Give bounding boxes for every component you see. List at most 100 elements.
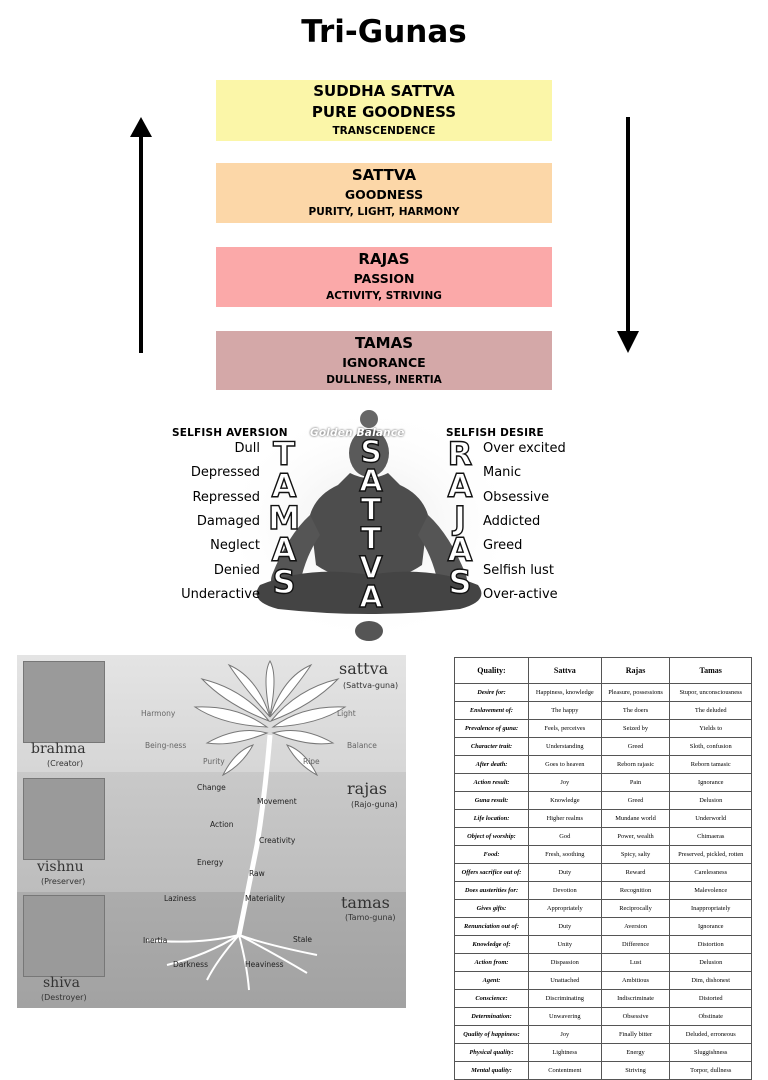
word-light: Light bbox=[337, 709, 356, 718]
row-label-cell: Physical quality: bbox=[454, 1043, 529, 1062]
table-cell: Yields to bbox=[669, 719, 752, 738]
level-name: RAJAS bbox=[358, 250, 410, 268]
table-cell: Reborn tamasic bbox=[669, 755, 752, 774]
aversion-word: Repressed bbox=[192, 489, 260, 505]
brahma-label: brahma bbox=[31, 741, 86, 757]
shiva-image bbox=[23, 895, 105, 977]
table-cell: Power, wealth bbox=[600, 827, 671, 846]
rajas-letter: A bbox=[447, 466, 473, 505]
table-cell: Duty bbox=[528, 917, 602, 936]
row-label-cell: Conscience: bbox=[454, 989, 529, 1008]
table-cell: Dim, dishonest bbox=[669, 971, 752, 990]
meditating-person-icon bbox=[219, 405, 519, 645]
table-cell: Joy bbox=[528, 1025, 602, 1044]
table-cell: Dispassion bbox=[528, 953, 602, 972]
table-cell: Spicy, salty bbox=[600, 845, 671, 864]
level-sattva: SATTVA GOODNESS PURITY, LIGHT, HARMONY bbox=[216, 163, 552, 223]
level-rajas: RAJAS PASSION ACTIVITY, STRIVING bbox=[216, 247, 552, 307]
word-darkness: Darkness bbox=[173, 960, 208, 969]
level-name: SATTVA bbox=[351, 166, 417, 184]
table-cell: Higher realms bbox=[528, 809, 602, 828]
aversion-word: Dull bbox=[234, 441, 260, 456]
row-label-cell: Guna result: bbox=[454, 791, 529, 810]
row-label-cell: Does austerities for: bbox=[454, 881, 529, 900]
table-cell: Inappropriately bbox=[669, 899, 752, 918]
table-cell: Ambitious bbox=[600, 971, 671, 990]
desire-word: Over-active bbox=[483, 586, 558, 602]
row-label-cell: After death: bbox=[454, 755, 529, 774]
row-label-cell: Agent: bbox=[454, 971, 529, 990]
table-header-cell: Tamas bbox=[669, 657, 752, 684]
table-cell: Preserved, pickled, rotten bbox=[669, 845, 752, 864]
row-label-cell: Mental quality: bbox=[454, 1061, 529, 1080]
aversion-word: Neglect bbox=[210, 538, 260, 554]
aversion-word: Damaged bbox=[196, 513, 260, 529]
sattva-guna-sub: (Sattva-guna) bbox=[343, 681, 399, 690]
sattva-letter: T bbox=[360, 492, 382, 528]
word-heaviness: Heaviness bbox=[245, 960, 284, 969]
word-ripe: Ripe bbox=[303, 757, 320, 766]
table-cell: Unity bbox=[528, 935, 602, 954]
tamas-letter: S bbox=[272, 562, 296, 601]
level-subtitle: PASSION bbox=[353, 271, 415, 286]
row-label-cell: Enslavement of: bbox=[454, 701, 529, 720]
table-cell: Ignorance bbox=[669, 917, 752, 936]
row-label-cell: Gives gifts: bbox=[454, 899, 529, 918]
aversion-word: Depressed bbox=[190, 465, 260, 481]
page-title: Tri-Gunas bbox=[301, 14, 467, 50]
word-stale: Stale bbox=[293, 935, 312, 944]
meditation-figure: SELFISH AVERSION Golden Balance SELFISH … bbox=[160, 405, 578, 645]
table-cell: Carelessness bbox=[669, 863, 752, 882]
table-cell: Obstinate bbox=[669, 1007, 752, 1026]
level-suddha-sattva: SUDDHA SATTVA PURE GOODNESS TRANSCENDENC… bbox=[216, 80, 552, 141]
table-cell: Difference bbox=[600, 935, 671, 954]
level-description: ACTIVITY, STRIVING bbox=[326, 290, 442, 302]
table-cell: Fresh, soothing bbox=[528, 845, 602, 864]
tamas-letter: M bbox=[267, 498, 300, 537]
table-header-cell: Sattva bbox=[528, 657, 602, 684]
desire-word: Obsessive bbox=[483, 489, 550, 505]
word-materiality: Materiality bbox=[245, 894, 285, 903]
sattva-letter: T bbox=[360, 521, 382, 557]
word-action: Action bbox=[210, 820, 234, 829]
tamas-guna-sub: (Tamo-guna) bbox=[345, 913, 396, 922]
table-cell: Unattached bbox=[528, 971, 602, 990]
table-cell: Underworld bbox=[669, 809, 752, 828]
table-cell: Indiscriminate bbox=[600, 989, 671, 1008]
word-balance: Balance bbox=[347, 741, 377, 750]
table-cell: Lust bbox=[600, 953, 671, 972]
row-label-cell: Food: bbox=[454, 845, 529, 864]
word-raw: Raw bbox=[249, 869, 265, 878]
sattva-letter: A bbox=[359, 463, 384, 499]
table-cell: Discriminating bbox=[528, 989, 602, 1008]
table-cell: Chimaeras bbox=[669, 827, 752, 846]
table-cell: Energy bbox=[600, 1043, 671, 1062]
table-cell: Pain bbox=[600, 773, 671, 792]
rajas-guna-sub: (Rajo-guna) bbox=[351, 800, 398, 809]
row-label-cell: Life location: bbox=[454, 809, 529, 828]
table-header-cell: Quality: bbox=[454, 657, 529, 684]
table-cell: Greed bbox=[600, 791, 671, 810]
shiva-label: shiva bbox=[43, 975, 80, 991]
sattva-guna-label: sattva bbox=[339, 659, 389, 678]
up-arrow-icon bbox=[130, 117, 152, 353]
table-cell: Stupor, unconsciousness bbox=[669, 683, 752, 702]
table-cell: Greed bbox=[600, 737, 671, 756]
word-being-ness: Being-ness bbox=[145, 741, 187, 750]
sattva-letter: S bbox=[359, 434, 382, 470]
